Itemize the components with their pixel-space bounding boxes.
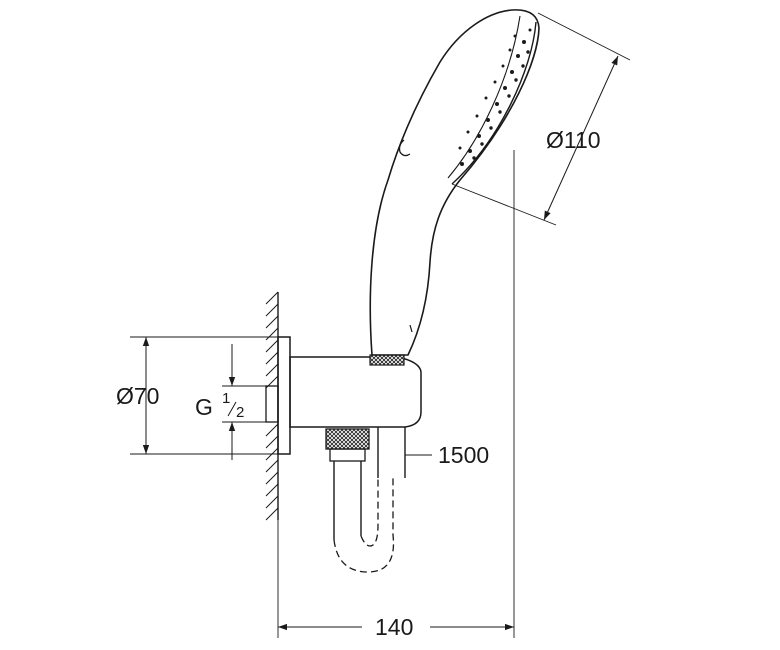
dim-plate-diameter: Ø70 — [116, 336, 278, 455]
dim-hose-length: 1500 — [405, 442, 489, 468]
thread-connector — [265, 385, 279, 423]
dim-head-diameter: Ø110 — [451, 12, 631, 226]
holder-body — [289, 356, 422, 428]
thread-denominator: 2 — [236, 404, 244, 421]
hose-nut — [325, 428, 370, 450]
spray-face-inner — [447, 15, 521, 179]
dim-thread: G 1 2 — [195, 344, 266, 460]
thread-prefix: G — [195, 394, 213, 420]
dim-wall-projection: 140 — [277, 150, 515, 640]
thread-numerator: 1 — [222, 390, 230, 407]
wall — [265, 291, 279, 521]
hose-ferrule — [329, 448, 366, 462]
spray-nozzles — [458, 28, 532, 166]
handle-knurl-ring — [369, 354, 405, 366]
handle-outline — [369, 9, 540, 356]
spray-face-edge — [451, 21, 537, 185]
plate-diameter-label: Ø70 — [116, 383, 159, 409]
wall-plate — [277, 336, 291, 455]
hose-length-label: 1500 — [438, 442, 489, 468]
hose — [333, 427, 406, 573]
wall-hatching — [265, 291, 279, 521]
wall-projection-label: 140 — [375, 614, 413, 640]
mode-button — [398, 139, 411, 157]
hand-shower — [369, 9, 540, 366]
head-diameter-label: Ø110 — [546, 127, 601, 153]
